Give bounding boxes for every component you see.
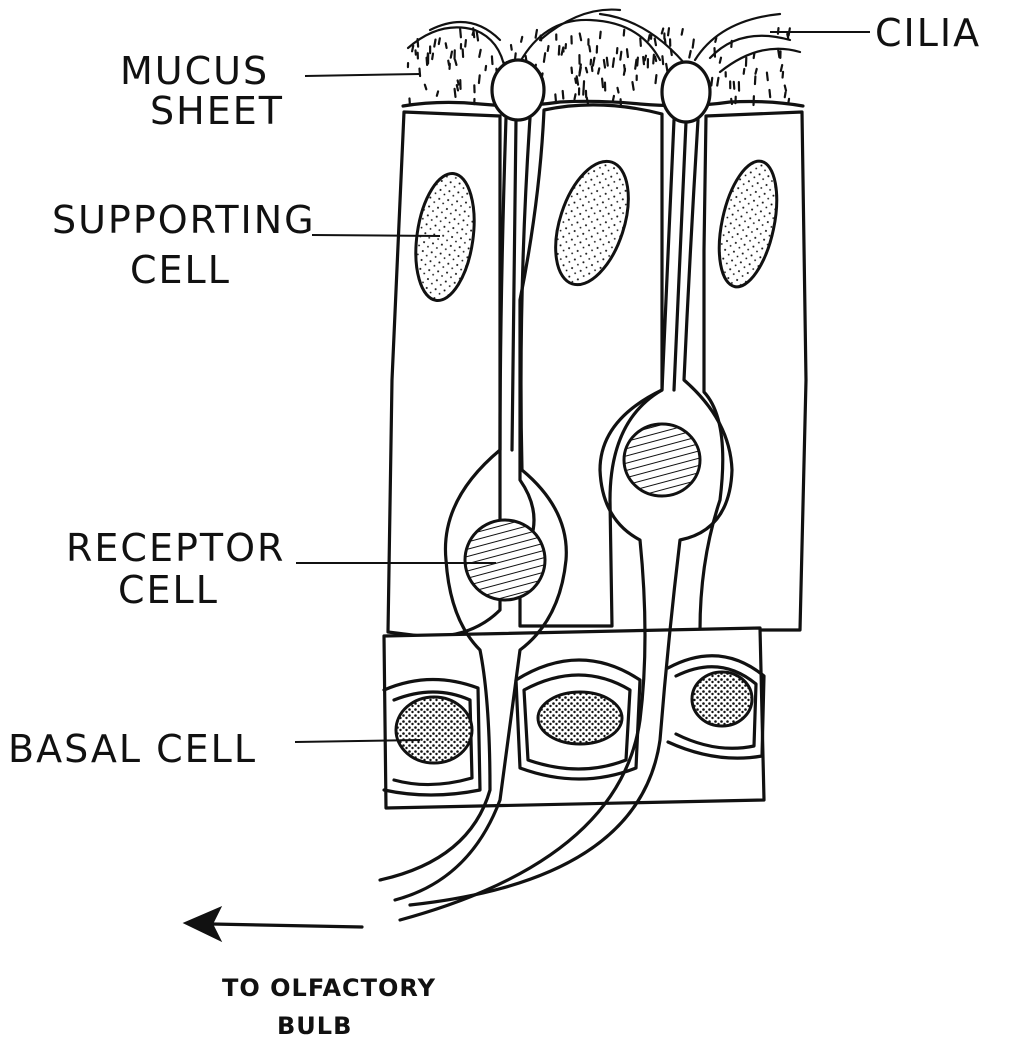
mucus-stipple-mark xyxy=(744,69,745,74)
label-bulb-line2: BULB xyxy=(277,1012,352,1040)
mucus-stipple-mark xyxy=(607,58,608,66)
receptor-cell-nucleus-2 xyxy=(624,424,700,496)
label-bulb-line1: TO OLFACTORY xyxy=(222,974,436,1002)
mucus-stipple-mark xyxy=(617,88,618,93)
mucus-stipple-mark xyxy=(640,38,641,46)
mucus-stipple-mark xyxy=(656,75,657,83)
mucus-stipple-mark xyxy=(600,32,601,38)
arrow-left-icon xyxy=(185,908,362,940)
label-mucus-line2: SHEET xyxy=(150,89,284,133)
mucus-stipple-mark xyxy=(451,52,452,58)
mucus-stipple-mark xyxy=(635,60,636,69)
supporting-leader xyxy=(312,235,440,236)
mucus-stipple-mark xyxy=(755,69,756,74)
mucus-stipple-mark xyxy=(448,61,449,65)
mucus-stipple-mark xyxy=(437,91,438,95)
mucus-stipple-mark xyxy=(668,28,669,35)
mucus-stipple-mark xyxy=(627,49,628,57)
mucus-stipple-mark xyxy=(624,30,625,36)
mucus-stipple-mark xyxy=(655,39,656,46)
mucus-stipple-mark xyxy=(544,53,545,62)
mucus-stipple-mark xyxy=(446,43,447,48)
mucus-stipple-mark xyxy=(653,55,654,64)
label-supporting-line2: CELL xyxy=(130,248,231,292)
label-receptor-line1: RECEPTOR xyxy=(66,526,285,570)
mucus-stipple-mark xyxy=(689,51,690,57)
mucus-stipple-mark xyxy=(720,58,721,63)
mucus-stipple-mark xyxy=(575,94,576,99)
mucus-stipple-mark xyxy=(648,35,649,41)
mucus-stipple-mark xyxy=(434,40,435,47)
mucus-stipple-mark xyxy=(580,33,581,40)
mucus-stipple-mark xyxy=(682,29,683,35)
mucus-stipple-mark xyxy=(593,58,594,66)
mucus-stipple-mark xyxy=(662,56,663,64)
mucus-stipple-mark xyxy=(589,46,590,51)
mucus-stipple-mark xyxy=(613,58,614,66)
mucus-stipple-mark xyxy=(460,29,461,37)
mucus-stipple-mark xyxy=(781,65,782,71)
mucus-stipple-mark xyxy=(425,85,426,90)
mucus-stipple-mark xyxy=(579,68,580,76)
mucus-stipple-mark xyxy=(458,80,459,84)
basal-cell-nucleus-2 xyxy=(538,692,622,744)
mucus-stipple-mark xyxy=(586,68,587,73)
mucus-stipple-mark xyxy=(432,54,433,59)
mucus-stipple-mark xyxy=(662,29,663,34)
mucus-stipple-mark xyxy=(624,65,625,71)
mucus-stipple-mark xyxy=(717,78,718,86)
mucus-stipple-mark xyxy=(455,89,456,97)
mucus-stipple-mark xyxy=(785,92,786,97)
mucus-stipple-mark xyxy=(465,40,466,46)
mucus-stipple-mark xyxy=(479,75,480,83)
mucus-stipple-mark xyxy=(666,64,667,71)
label-basal: BASAL CELL xyxy=(8,727,257,771)
mucus-stipple-mark xyxy=(734,82,735,89)
mucus-stipple-mark xyxy=(693,40,694,48)
mucus-stipple-mark xyxy=(572,68,573,73)
mucus-stipple-mark xyxy=(769,90,770,97)
mucus-stipple-mark xyxy=(455,60,456,65)
mucus-stipple-mark xyxy=(412,46,413,52)
mucus-stipple-mark xyxy=(511,45,512,50)
mucus-stipple-mark xyxy=(620,52,621,60)
mucus-stipple-mark xyxy=(479,50,480,57)
mucus-leader xyxy=(305,74,420,76)
mucus-stipple-mark xyxy=(548,46,549,51)
label-supporting-line1: SUPPORTING xyxy=(52,198,316,242)
mucus-stipple-mark xyxy=(598,68,599,73)
label-receptor-line2: CELL xyxy=(118,568,219,612)
mucus-stipple-mark xyxy=(457,85,458,90)
mucus-stipple-mark xyxy=(575,78,576,82)
mucus-stipple-mark xyxy=(439,38,440,44)
mucus-stipple-mark xyxy=(637,58,638,66)
label-cilia: CILIA xyxy=(875,11,981,55)
mucus-stipple-mark xyxy=(604,60,605,68)
mucus-stipple-mark xyxy=(477,32,478,41)
mucus-stipple-mark xyxy=(632,82,633,90)
mucus-stipple-mark xyxy=(778,50,779,57)
mucus-stipple-mark xyxy=(563,91,564,99)
label-mucus-line1: MUCUS xyxy=(120,49,269,93)
mucus-stipple-mark xyxy=(645,56,646,61)
basal-cell-nucleus-1 xyxy=(396,697,472,763)
basal-cell-nucleus-3 xyxy=(692,672,752,726)
mucus-stipple-mark xyxy=(785,86,786,91)
mucus-stipple-mark xyxy=(787,34,788,38)
mucus-stipple-mark xyxy=(492,56,493,64)
mucus-stipple-mark xyxy=(655,57,656,61)
mucus-stipple-mark xyxy=(559,46,560,55)
mucus-stipple-mark xyxy=(602,79,603,88)
mucus-stipple-mark xyxy=(515,53,516,58)
mucus-stipple-mark xyxy=(711,78,712,86)
mucus-sheet xyxy=(403,22,803,107)
mucus-stipple-mark xyxy=(521,37,522,42)
mucus-stipple-mark xyxy=(767,73,768,81)
mucus-stipple-mark xyxy=(485,66,486,70)
receptor-cell-nucleus-1 xyxy=(465,520,545,600)
mucus-stipple-mark xyxy=(536,30,537,38)
mucus-stipple-mark xyxy=(592,67,593,71)
